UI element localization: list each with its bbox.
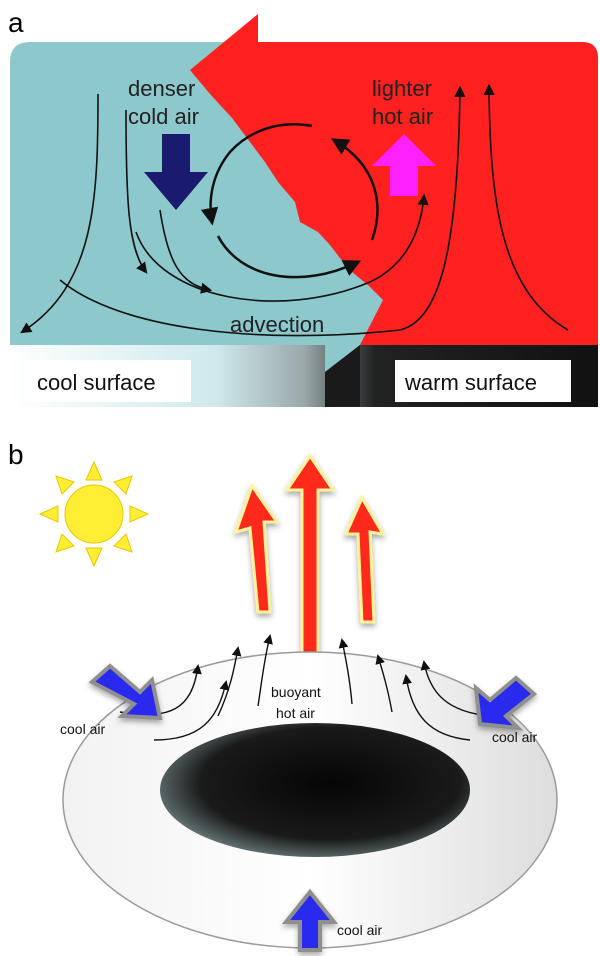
warm-surface-wedge [325,345,360,407]
streamline-b5 [338,638,353,705]
streamline-b7 [402,674,471,741]
panel-a: a cool surface warm surface denser cold … [8,7,598,407]
lighter-line2: hot air [372,104,433,129]
streamline-advection [59,85,466,337]
streamline-left-down [20,93,99,334]
streamline-b3 [217,646,242,717]
streamline-mid1 [159,209,213,294]
streamline-b4 [257,634,273,707]
cool-air-bottom-label: cool air [337,922,382,938]
hot-air-arrow-left [233,482,280,614]
loop-right-arc [330,138,379,241]
sun-icon [38,460,150,568]
streamline-b6 [375,654,393,713]
warm-surface-box [395,360,571,402]
denser-line1: denser [128,76,195,101]
loop-top-arc [200,123,313,226]
lighter-hot-air-label: lighter hot air [372,76,438,129]
panel-b: b [8,439,558,952]
panel-b-letter: b [8,439,24,470]
cool-air-arrow-left [88,663,163,721]
buoyant-hot-air-label: buoyant hot air [271,684,325,721]
streamlines [20,83,569,337]
cool-air-left-label: cool air [60,721,105,737]
cool-surface-label: cool surface [37,370,156,395]
cool-air-arrow-bottom [281,888,339,952]
cool-surface-box [25,360,191,402]
hot-air-arrows [233,453,386,662]
advection-label: advection [230,312,324,337]
streamline-mid2 [135,193,429,302]
circulation-loop [200,123,379,279]
hot-air-arrow-center [284,453,336,662]
rising-hot-air-arrow [372,134,436,196]
cool-air-arrow-right [473,675,538,731]
loop-bottom-arc [216,235,362,279]
sinking-cold-air-arrow [144,134,208,210]
denser-cold-air-label: denser cold air [128,76,201,129]
hot-air-arrow-right [343,494,386,624]
warm-surface-label: warm surface [404,370,537,395]
cool-air-arrows [88,663,538,952]
warm-patch [160,723,470,857]
buoyant-line1: buoyant [271,684,321,700]
cool-air-right-label: cool air [492,729,537,745]
streamline-b2 [153,680,230,741]
buoyant-streamlines [119,634,491,741]
panel-a-letter: a [8,7,24,38]
denser-line2: cold air [128,104,199,129]
buoyant-line2: hot air [276,705,315,721]
lighter-line1: lighter [372,76,432,101]
streamline-left-inner [125,109,148,274]
streamline-right-up [483,83,569,331]
